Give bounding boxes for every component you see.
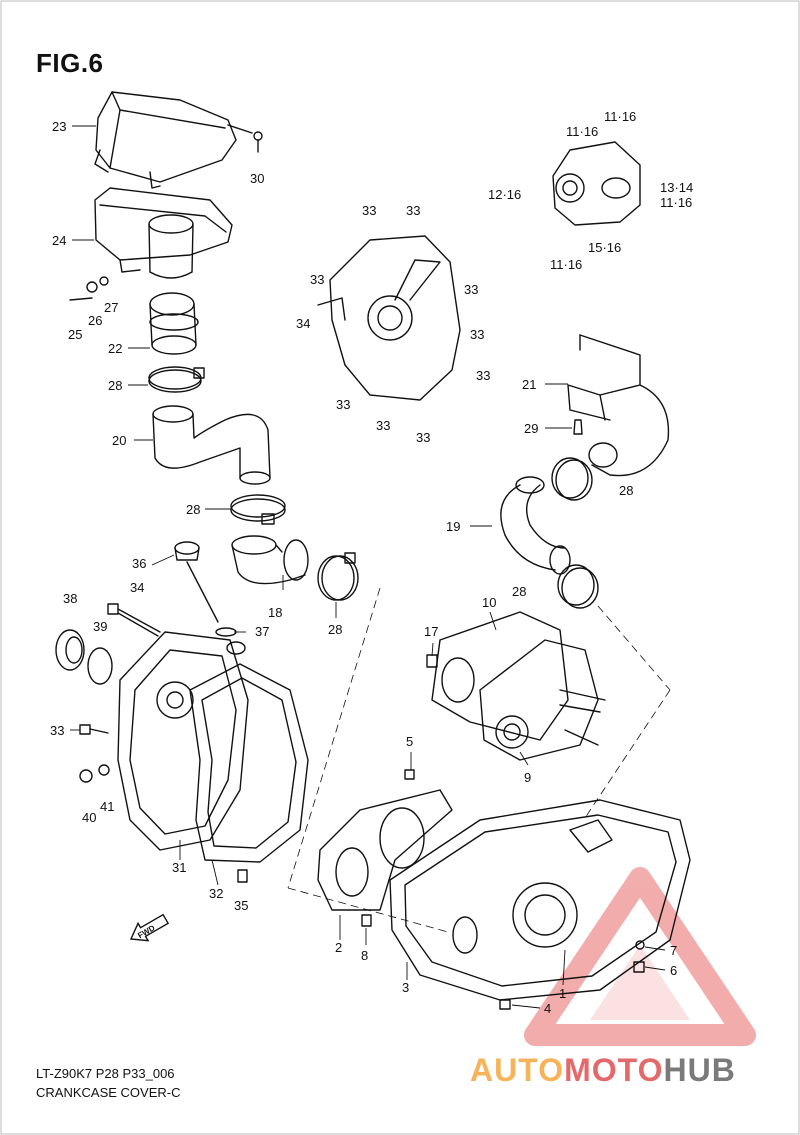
cooling-hose (500, 476, 571, 575)
callout-10: 10 (482, 595, 496, 610)
callout-33: 33 (406, 203, 420, 218)
small-fasteners-left (79, 724, 248, 883)
callout-7: 7 (670, 943, 677, 958)
oil-seal (55, 629, 85, 671)
clip-29 (573, 419, 583, 435)
intake-pipe (152, 405, 271, 485)
callout-5: 5 (406, 734, 413, 749)
callout-11-16: 11·16 (660, 195, 692, 210)
callout-33: 33 (50, 723, 64, 738)
callout-33: 33 (310, 272, 324, 287)
callout-26: 26 (88, 313, 102, 328)
air-cleaner-case (69, 187, 233, 301)
watermark-part-3: HUB (663, 1052, 736, 1088)
callout-35: 35 (234, 898, 248, 913)
callout-20: 20 (112, 433, 126, 448)
long-bolt (107, 603, 161, 637)
callout-40: 40 (82, 810, 96, 825)
callout-41: 41 (100, 799, 114, 814)
cover-gasket (189, 663, 309, 863)
upper-gasket (431, 611, 569, 741)
callout-39: 39 (93, 619, 107, 634)
callout-34: 34 (130, 580, 144, 595)
fwd-arrow-icon: FWD (129, 913, 170, 942)
callout-34: 34 (296, 316, 310, 331)
callout-18: 18 (268, 605, 282, 620)
figure-title: FIG.6 (36, 48, 104, 78)
callout-11-16: 11·16 (566, 124, 598, 139)
callout-12-16: 12·16 (488, 187, 521, 202)
callout-17: 17 (424, 624, 438, 639)
outer-gasket (317, 789, 453, 911)
cooling-duct (567, 334, 670, 477)
model-code: LT-Z90K7 P28 P33_006 (36, 1066, 175, 1081)
clamp-right-upper (551, 457, 593, 501)
dowel-pin (426, 654, 438, 668)
callout-3: 3 (402, 980, 409, 995)
clamp-upper (148, 366, 205, 393)
dowel-8 (361, 914, 372, 927)
clamp-right-lower (557, 564, 599, 609)
callout-33: 33 (464, 282, 478, 297)
upper-center-cover (317, 235, 461, 401)
inner-cover (479, 639, 606, 761)
callout-28: 28 (619, 483, 633, 498)
callout-28: 28 (328, 622, 342, 637)
o-ring (87, 647, 113, 685)
callout-33: 33 (376, 418, 390, 433)
callout-11-16: 11·16 (550, 257, 582, 272)
callout-31: 31 (172, 860, 186, 875)
outer-cover (389, 799, 691, 1010)
intake-joint (231, 535, 309, 585)
callout-36: 36 (132, 556, 146, 571)
callout-6: 6 (670, 963, 677, 978)
callout-28: 28 (186, 502, 200, 517)
intake-boot (149, 292, 199, 355)
air-cleaner-cap (94, 91, 263, 189)
callout-33: 33 (470, 327, 484, 342)
watermark-part-2: MOTO (564, 1052, 664, 1088)
clamp-middle (230, 494, 286, 525)
callout-23: 23 (52, 119, 66, 134)
callout-33: 33 (336, 397, 350, 412)
callout-4: 4 (544, 1001, 551, 1016)
callout-9: 9 (524, 770, 531, 785)
upper-right-cover (552, 141, 641, 226)
bolt-5 (404, 769, 415, 780)
watermark-logo: AUTOMOTOHUB (470, 1052, 736, 1089)
callout-1: 1 (559, 986, 566, 1001)
callout-11-16: 11·16 (604, 109, 636, 124)
callout-21: 21 (522, 377, 536, 392)
watermark-triangle (524, 867, 756, 1046)
clamp-lower (317, 552, 359, 601)
callout-38: 38 (63, 591, 77, 606)
callout-37: 37 (255, 624, 269, 639)
callout-28: 28 (512, 584, 526, 599)
callout-28: 28 (108, 378, 122, 393)
section-name: CRANKCASE COVER-C (36, 1085, 181, 1100)
callout-24: 24 (52, 233, 66, 248)
callout-33: 33 (476, 368, 490, 383)
callout-8: 8 (361, 948, 368, 963)
callout-32: 32 (209, 886, 223, 901)
callout-27: 27 (104, 300, 118, 315)
callout-2: 2 (335, 940, 342, 955)
callout-labels: 23 30 24 25 26 27 22 28 20 28 18 28 36 3… (50, 109, 693, 1016)
callout-22: 22 (108, 341, 122, 356)
callout-33: 33 (416, 430, 430, 445)
callout-13-14: 13·14 (660, 180, 693, 195)
crankcase-cover-left (117, 631, 249, 851)
watermark-part-1: AUTO (470, 1052, 565, 1088)
callout-25: 25 (68, 327, 82, 342)
oil-dipstick (174, 541, 237, 637)
callout-29: 29 (524, 421, 538, 436)
callout-15-16: 15·16 (588, 240, 621, 255)
callout-30: 30 (250, 171, 264, 186)
callout-19: 19 (446, 519, 460, 534)
callout-33: 33 (362, 203, 376, 218)
